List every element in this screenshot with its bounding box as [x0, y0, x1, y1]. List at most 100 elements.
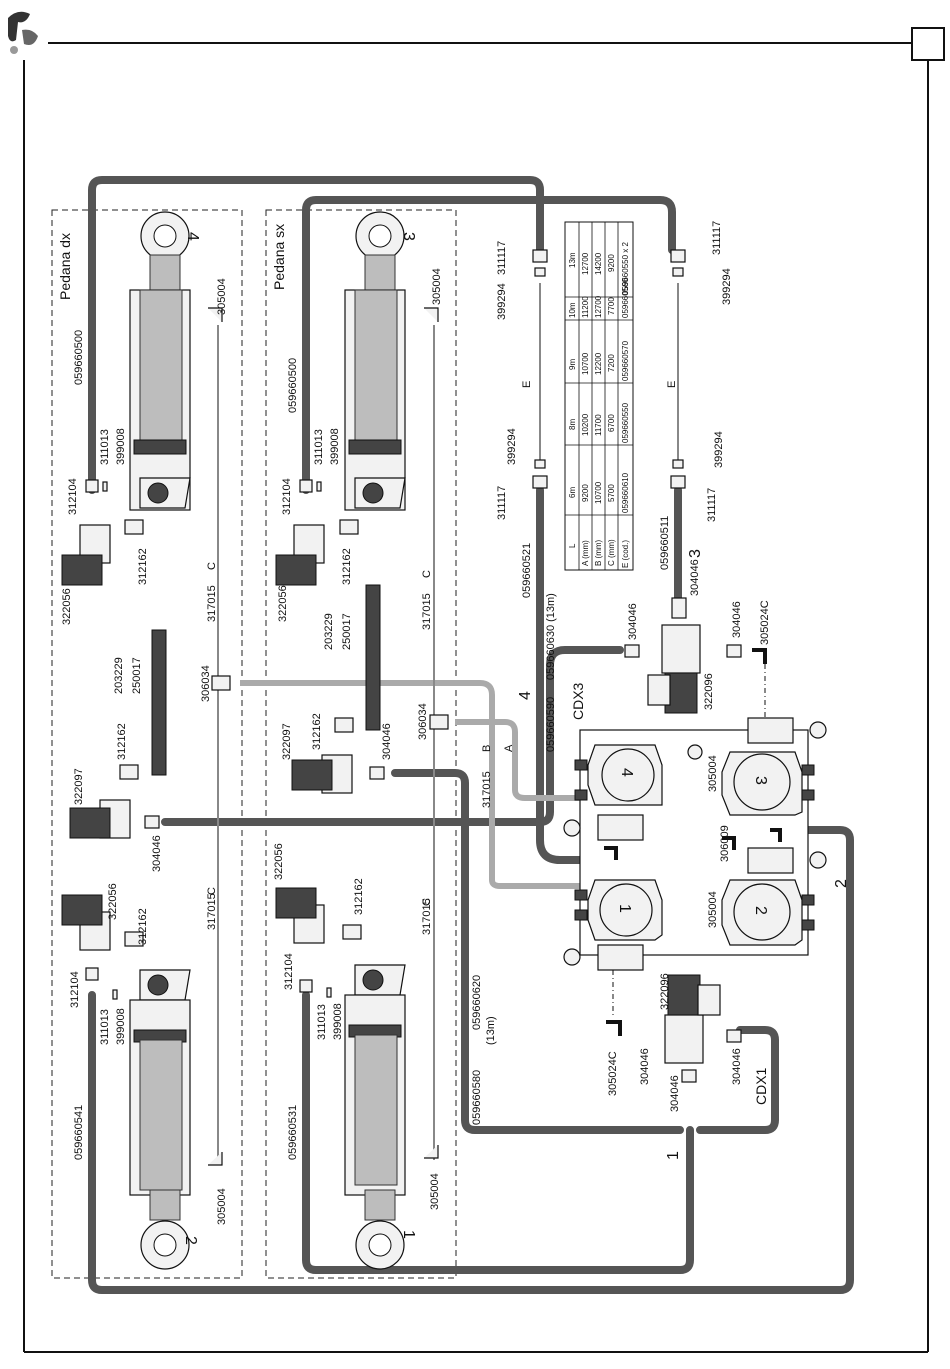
- part-labels: 059660500 312104 311013 399008 305004 31…: [61, 221, 850, 1225]
- hose-059660541: [88, 826, 854, 1294]
- label: 304046: [689, 559, 701, 596]
- pump-3: [721, 751, 803, 816]
- hose-059660500-dx: [88, 176, 544, 494]
- label: C: [206, 887, 218, 895]
- pump-4: [587, 744, 663, 806]
- label: 311117: [496, 486, 508, 520]
- label: 312104: [283, 953, 295, 990]
- pedana-sx-label: Pedana sx: [271, 224, 287, 290]
- label: 317015: [206, 893, 218, 930]
- label: 312162: [341, 548, 353, 585]
- label: 2: [833, 879, 850, 888]
- table-cell: 5700: [607, 484, 616, 502]
- label: 322056: [273, 843, 285, 880]
- label: 304046: [731, 601, 743, 638]
- label: 312162: [116, 723, 128, 760]
- cylinder-1-number: 1: [400, 1230, 417, 1239]
- hose-group: [88, 176, 854, 1294]
- table-header-8m: 8m: [568, 419, 577, 430]
- table-cell: 059660570: [621, 340, 630, 381]
- pedana-dx-label: Pedana dx: [57, 233, 73, 300]
- label: 399294: [721, 268, 733, 305]
- label: 399008: [329, 428, 341, 465]
- label: C: [421, 570, 433, 578]
- hose-cdx1: [696, 1026, 779, 1134]
- label: 311013: [316, 1004, 328, 1040]
- label: 306009: [719, 825, 731, 862]
- table-cell: 14200: [594, 252, 603, 275]
- label: 305024C: [759, 600, 771, 645]
- label: 311117: [496, 241, 508, 275]
- hose-059660521: [536, 486, 604, 864]
- label: 304046: [669, 1075, 681, 1112]
- label: 203229: [323, 613, 335, 650]
- label: 304046: [627, 603, 639, 640]
- label: 059660500: [287, 358, 299, 413]
- label: 399294: [713, 431, 725, 468]
- label: 305004: [216, 278, 228, 315]
- pump-1: [587, 879, 663, 941]
- hose-B: [240, 680, 695, 889]
- label: C: [206, 562, 218, 570]
- label: 322056: [107, 883, 119, 920]
- label: 311013: [99, 1009, 111, 1045]
- label: 312104: [281, 478, 293, 515]
- label: 3: [687, 549, 704, 558]
- pump-3-number: 3: [752, 776, 769, 785]
- label: 304046: [151, 835, 163, 872]
- table-header-9m: 9m: [568, 359, 577, 370]
- label: 399008: [115, 428, 127, 465]
- table-cell: 12200: [594, 352, 603, 375]
- label: 203229: [113, 657, 125, 694]
- label: 311117: [706, 488, 718, 522]
- label: 059660580: [471, 1070, 483, 1125]
- label: 059660500: [73, 330, 85, 385]
- label: 059660541: [73, 1105, 85, 1160]
- pump-1-number: 1: [616, 904, 633, 913]
- table-header-13m: 13m: [568, 252, 577, 268]
- table-cell: 7200: [607, 354, 616, 372]
- label: 312162: [311, 713, 323, 750]
- label: 305004: [429, 1173, 441, 1210]
- label: 305004: [707, 755, 719, 792]
- label: 312162: [353, 878, 365, 915]
- table-cell: 9200: [581, 484, 590, 502]
- page-frame: [23, 27, 945, 1353]
- thin-lines: [217, 283, 679, 1160]
- cylinder-1: [344, 964, 406, 1270]
- cylinder-2: [129, 969, 191, 1270]
- label: E: [666, 381, 678, 388]
- hose-059660580: [391, 769, 684, 1134]
- hose-A: [455, 719, 700, 801]
- label: 322056: [61, 588, 73, 625]
- cylinder-4-number: 4: [184, 232, 201, 241]
- label: 305004: [707, 891, 719, 928]
- pump-2: [721, 879, 803, 946]
- label: CDX1: [753, 1067, 769, 1105]
- pump-4-number: 4: [618, 768, 635, 777]
- label: E: [521, 381, 533, 388]
- label: 4: [517, 691, 534, 700]
- table-cell: 10200: [581, 413, 590, 436]
- table-cell: E (cod.): [621, 540, 630, 568]
- label: 059660630 (13m): [545, 593, 557, 680]
- table-cell: A (mm): [581, 540, 590, 566]
- label: 322096: [703, 673, 715, 710]
- label: 317015: [481, 771, 493, 808]
- table-header-10m: 10m: [568, 302, 577, 318]
- label: 399294: [496, 283, 508, 320]
- label: (13m): [485, 1016, 497, 1045]
- table-cell: 059660550 x 2: [621, 242, 630, 295]
- label: 306034: [417, 703, 429, 740]
- table-cell: 10700: [581, 352, 590, 375]
- cylinder-3-number: 3: [400, 232, 417, 241]
- label: 312104: [67, 478, 79, 515]
- table-cell: 10700: [594, 481, 603, 504]
- label: 305004: [431, 268, 443, 305]
- label: 399008: [332, 1003, 344, 1040]
- table-cell: 12700: [594, 295, 603, 318]
- label: C: [421, 898, 433, 906]
- label: 317015: [421, 593, 433, 630]
- label: 1: [665, 1151, 682, 1160]
- label: 317015: [421, 898, 433, 935]
